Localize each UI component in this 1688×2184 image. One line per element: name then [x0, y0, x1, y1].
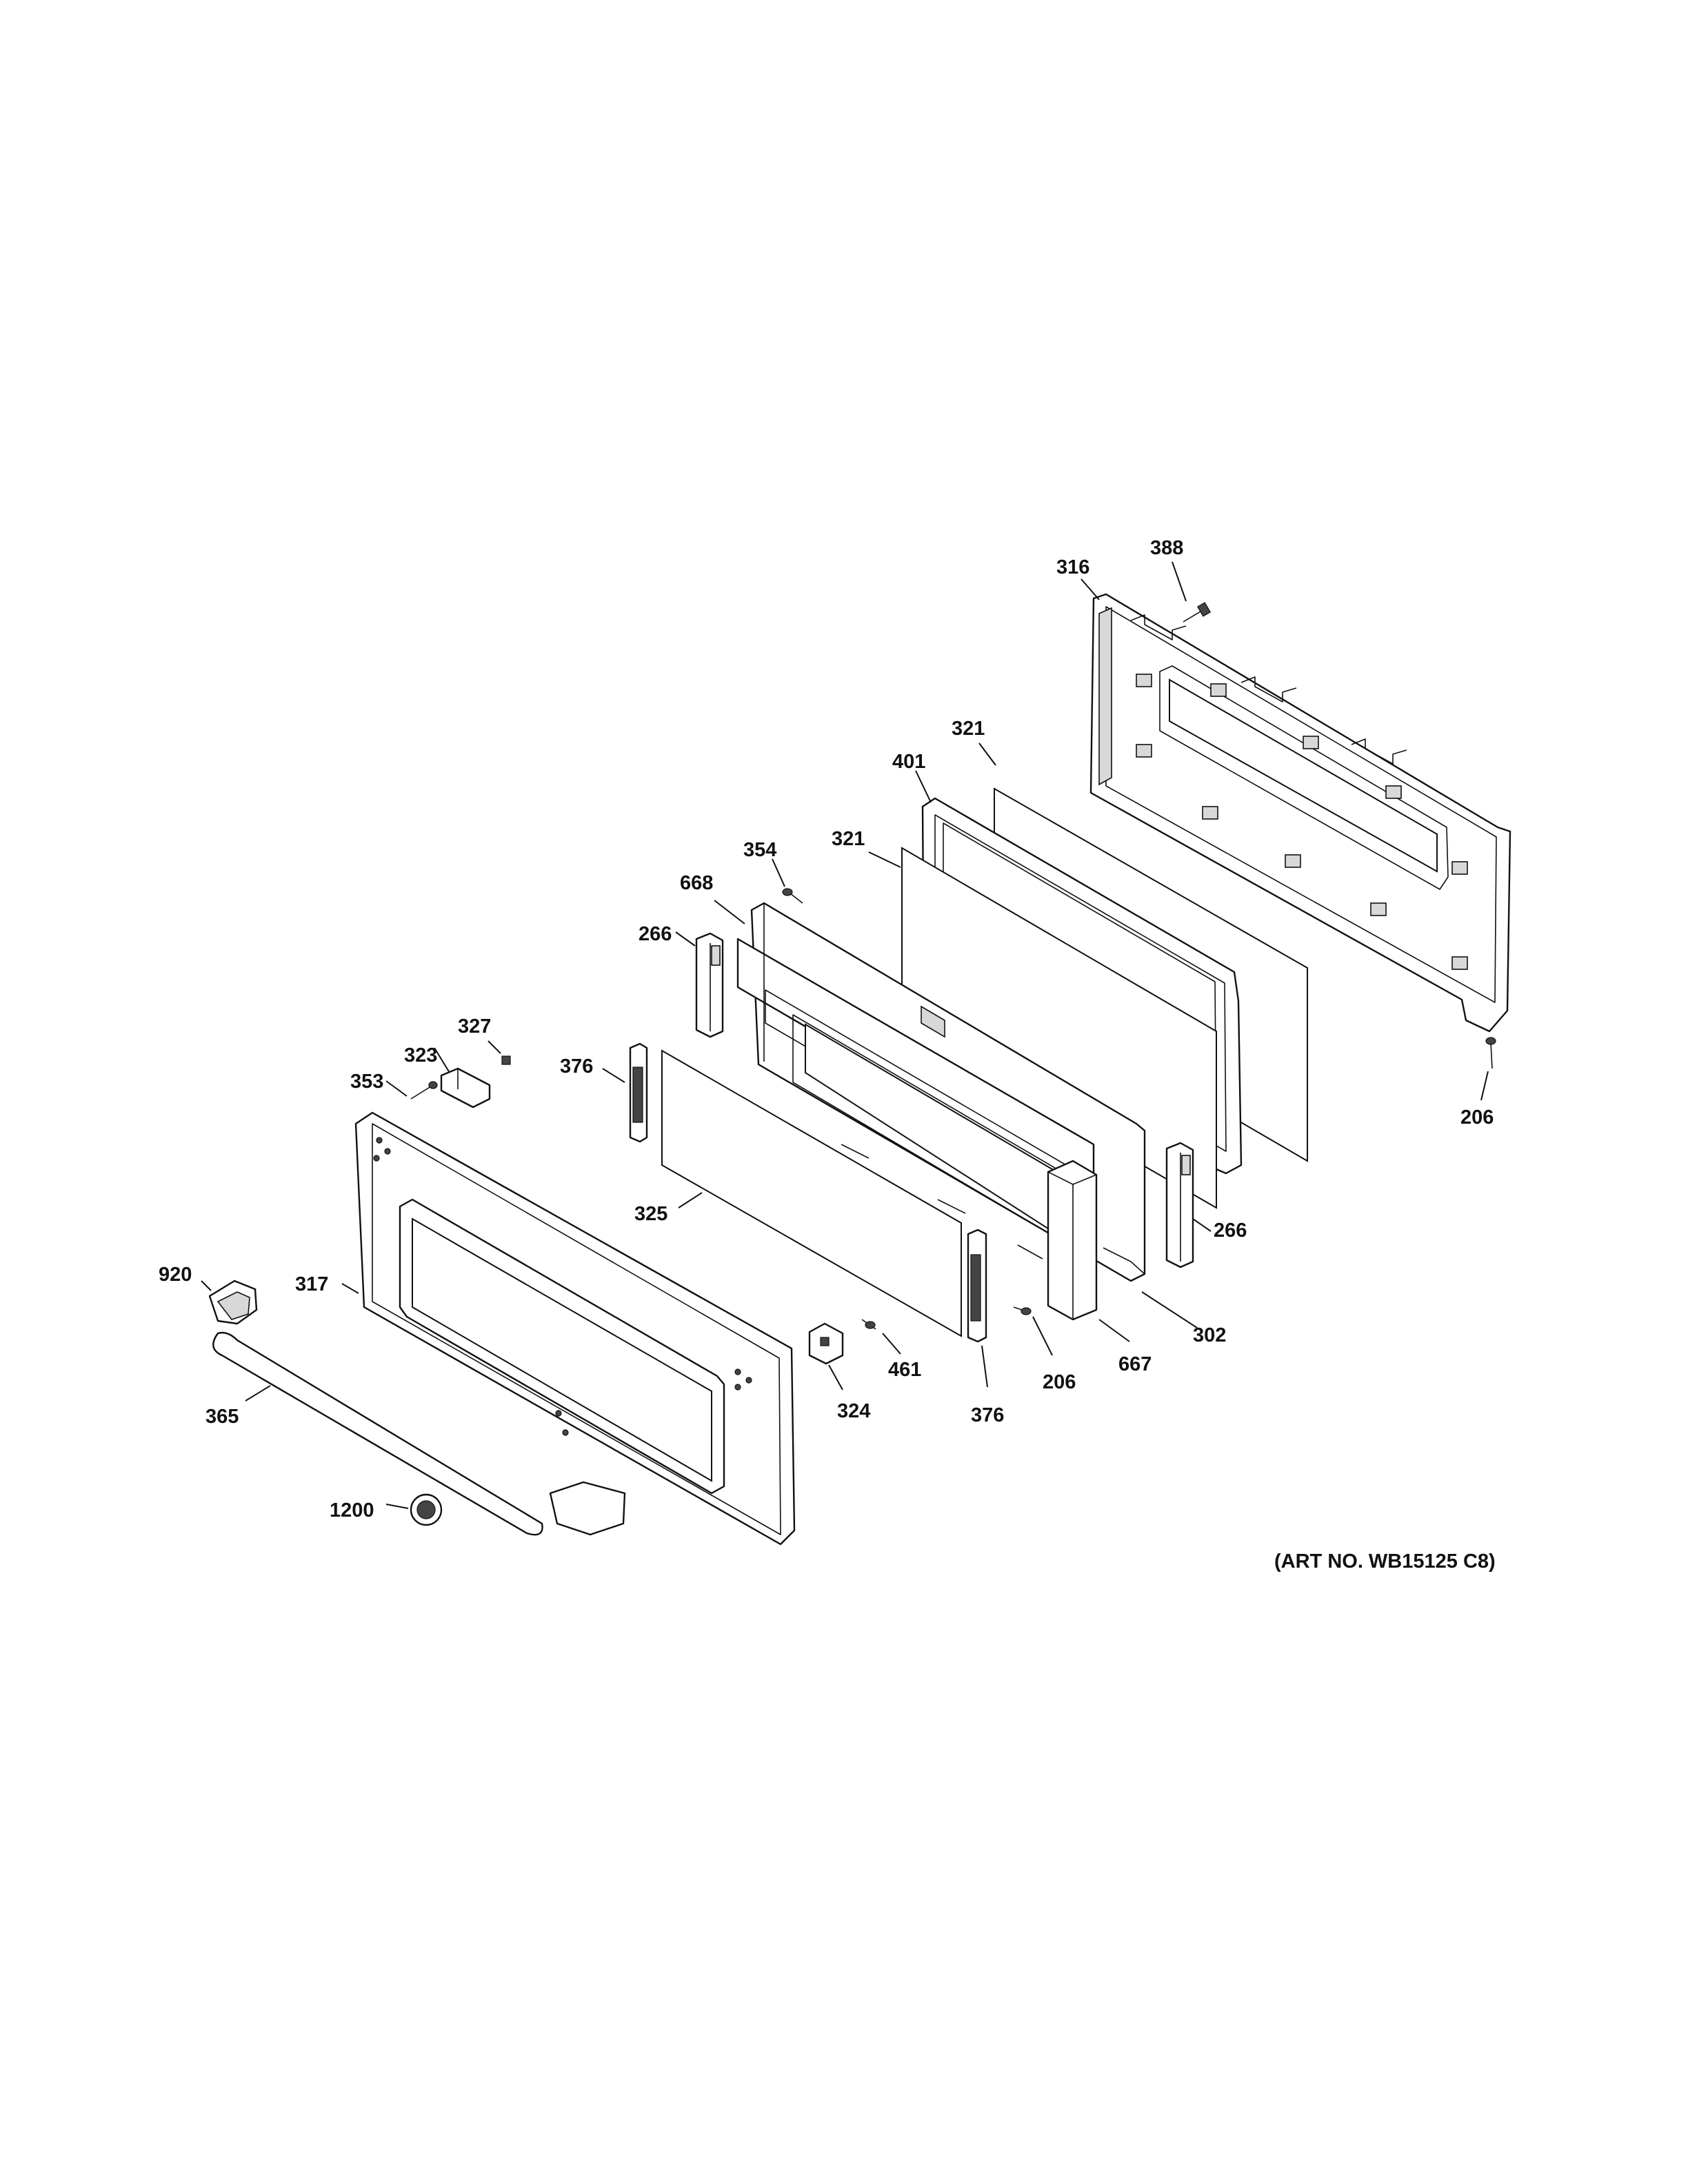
callout-321-upper: 321 [952, 718, 985, 740]
part-327-clip [501, 1055, 511, 1065]
callout-401: 401 [892, 751, 925, 773]
art-number: (ART NO. WB15125 C8) [1274, 1550, 1496, 1573]
callout-206-right: 206 [1460, 1106, 1494, 1129]
part-266-bracket-right [1165, 1142, 1194, 1268]
callout-labels: 388 316 321 401 321 354 668 266 327 323 … [159, 537, 1494, 1521]
part-1200-badge [410, 1493, 443, 1526]
part-317-outer-door [354, 1111, 796, 1546]
part-324-hinge-clip [808, 1322, 844, 1365]
callout-388: 388 [1150, 537, 1183, 559]
callout-321-lower: 321 [832, 828, 865, 850]
part-667-insulation [1047, 1160, 1098, 1321]
part-668-door-liner [736, 902, 1146, 1282]
callout-365: 365 [205, 1406, 239, 1428]
part-206-screw-right [1485, 1037, 1496, 1069]
part-323-bracket [440, 1067, 491, 1109]
callout-302: 302 [1193, 1324, 1226, 1346]
part-302-frame-edge [1103, 1247, 1145, 1275]
part-354-screw [782, 888, 803, 904]
part-376-hinge-lower [967, 1228, 987, 1343]
part-325-inner-glass [661, 1049, 962, 1337]
callout-325: 325 [634, 1203, 667, 1225]
part-266-bracket-left [695, 932, 724, 1038]
callout-327: 327 [458, 1015, 491, 1038]
callout-324: 324 [837, 1400, 870, 1422]
callout-353: 353 [350, 1071, 383, 1093]
callout-206-lower: 206 [1043, 1371, 1076, 1393]
part-316-rear-frame [1089, 593, 1511, 1033]
callout-266-right: 266 [1214, 1220, 1247, 1242]
part-353-screw [410, 1081, 438, 1100]
part-365-handle-tube [212, 1331, 543, 1536]
callout-316: 316 [1056, 556, 1089, 578]
callout-376-lower: 376 [971, 1404, 1004, 1426]
callout-461: 461 [888, 1359, 921, 1381]
part-handle-end-cap-right [549, 1481, 626, 1536]
callout-920: 920 [159, 1264, 192, 1286]
callout-317: 317 [295, 1273, 328, 1295]
part-388-screw [1183, 602, 1212, 623]
part-461-screw [861, 1319, 876, 1330]
callout-668: 668 [680, 872, 713, 894]
callout-354: 354 [743, 839, 776, 861]
callout-266-left: 266 [639, 923, 672, 945]
callout-1200: 1200 [330, 1499, 374, 1521]
leader-lines [201, 561, 1489, 1509]
part-206-screw-lower [1013, 1306, 1032, 1315]
part-920-end-cap [208, 1280, 258, 1325]
callout-376-upper: 376 [560, 1055, 593, 1078]
part-321-glass-lower [901, 847, 1217, 1209]
part-376-hinge-upper [629, 1042, 648, 1143]
callout-667: 667 [1118, 1353, 1152, 1375]
callout-323: 323 [404, 1044, 437, 1066]
